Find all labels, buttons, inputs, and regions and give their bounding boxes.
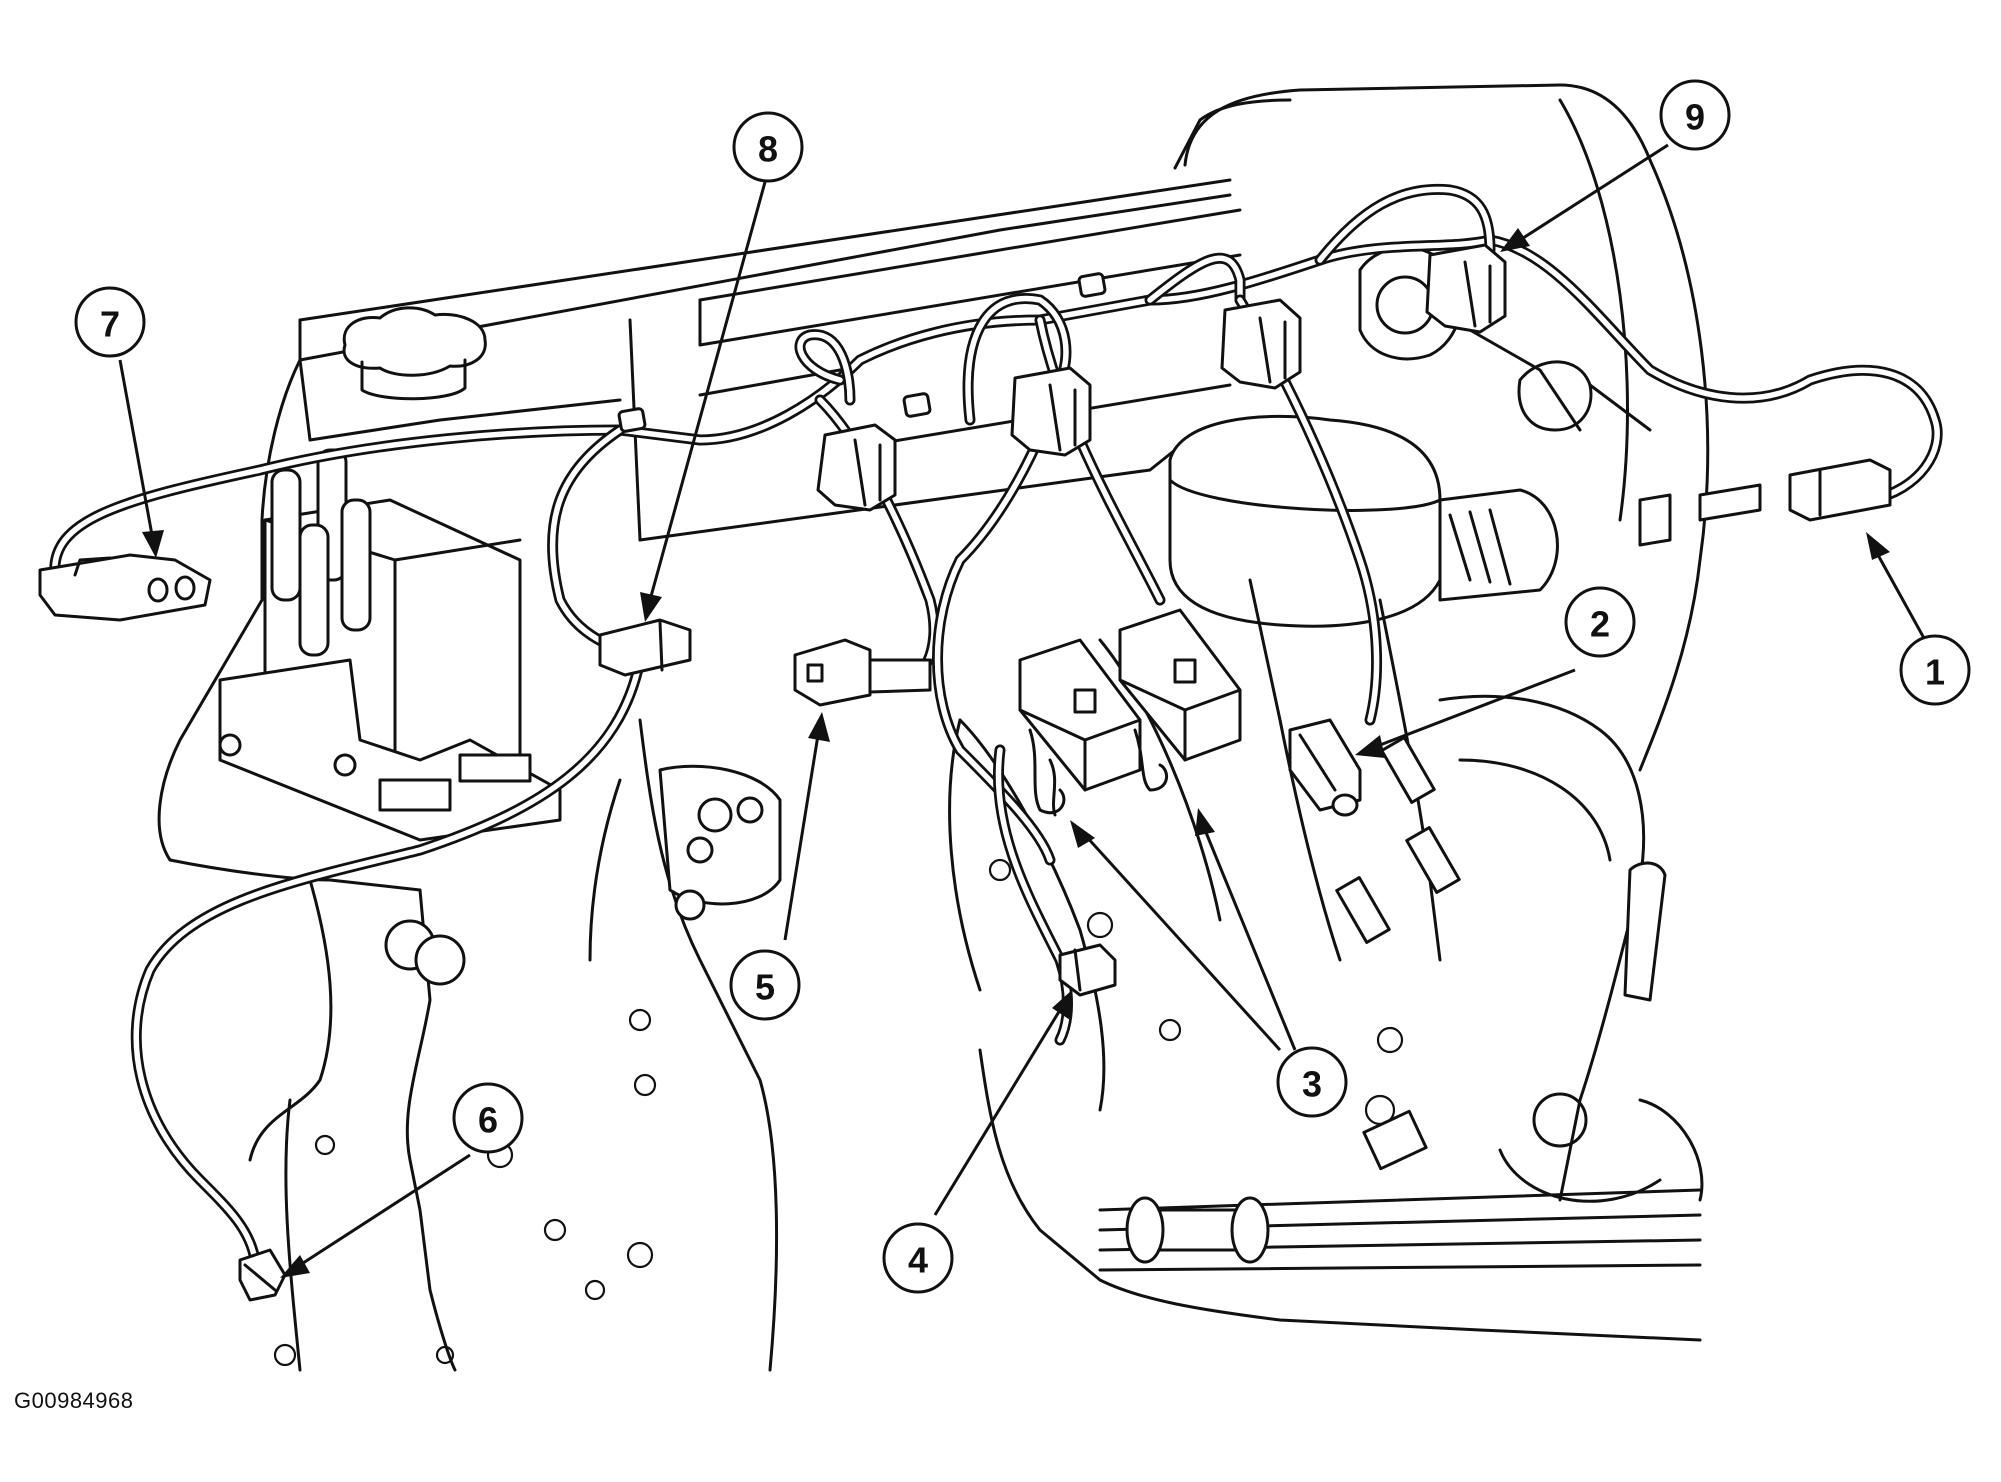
callout-2-label: 2	[1590, 604, 1610, 645]
callout-5-label: 5	[755, 967, 775, 1008]
connector-6	[238, 1248, 287, 1302]
callout-1-label: 1	[1925, 652, 1945, 693]
injector-connector-2	[1010, 366, 1092, 457]
callout-1: 1	[1866, 532, 1971, 706]
connector-2	[1288, 718, 1362, 817]
callout-8-label: 8	[758, 129, 778, 170]
connector-9	[1425, 243, 1507, 334]
callout-5: 5	[729, 712, 830, 1021]
callout-9: 9	[1500, 79, 1731, 252]
callout-6: 6	[280, 1082, 524, 1278]
connectors	[38, 243, 1892, 1302]
injector-connector-3	[1220, 298, 1302, 390]
callout-2: 2	[1355, 586, 1636, 758]
callout-3: 3	[1070, 808, 1348, 1118]
callout-6-label: 6	[478, 1100, 498, 1141]
connector-8	[598, 618, 692, 677]
oil-filler-cap	[342, 306, 487, 377]
wiring-harness	[49, 183, 1943, 1266]
connector-1	[1788, 458, 1892, 522]
callout-7: 7	[74, 286, 164, 558]
callout-4-label: 4	[908, 1240, 928, 1281]
callout-3-label: 3	[1302, 1064, 1322, 1105]
callout-9-label: 9	[1685, 97, 1705, 138]
connector-4	[1058, 943, 1117, 997]
figure-id-label: G00984968	[14, 1388, 134, 1413]
callout-4: 4	[882, 990, 1072, 1294]
callout-8: 8	[640, 111, 804, 622]
connector-5	[793, 638, 932, 707]
callout-7-label: 7	[100, 304, 120, 345]
injector-connector-1	[816, 423, 897, 512]
connector-3b	[1118, 608, 1242, 762]
engine-outline	[157, 83, 1710, 1372]
connector-7	[38, 553, 212, 622]
connector-3a	[1018, 638, 1142, 792]
